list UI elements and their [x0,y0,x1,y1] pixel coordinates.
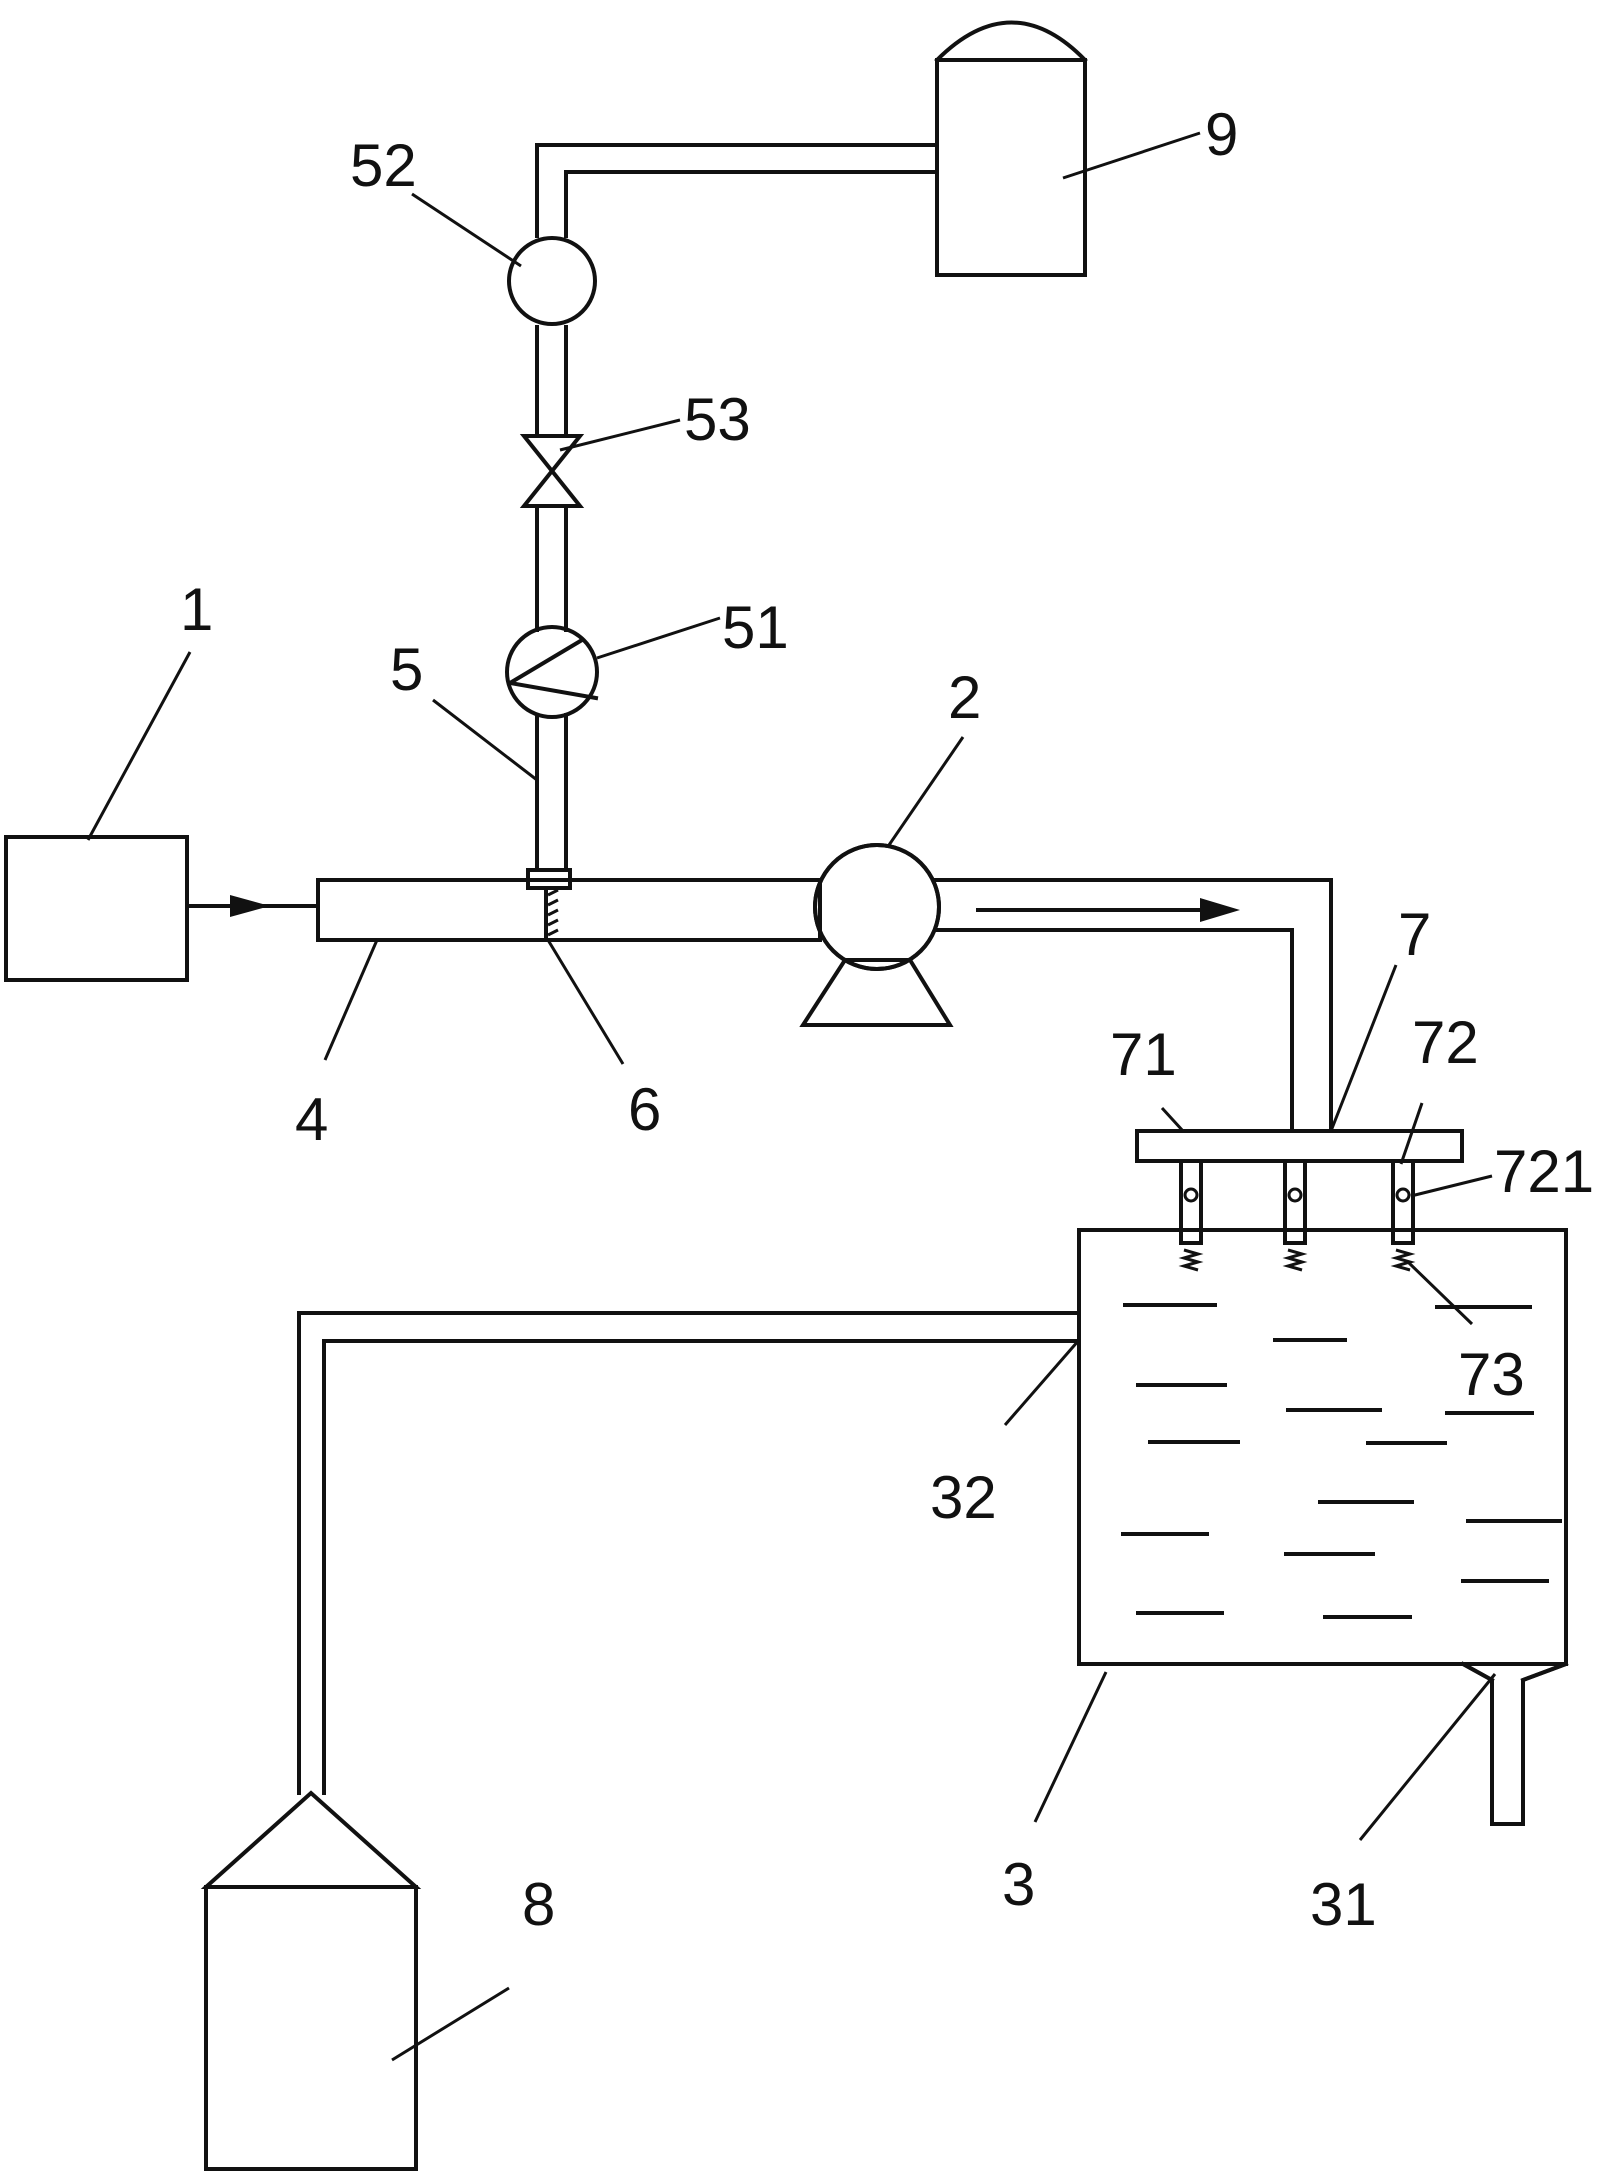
label-7: 7 [1398,901,1431,968]
label-32: 32 [930,1464,997,1531]
component-8-collection-tank [200,1790,422,2171]
label-53: 53 [684,386,751,453]
label-72: 72 [1412,1009,1479,1076]
component-9-storage-tank [934,20,1088,277]
leader-lines [86,131,1497,2062]
label-2: 2 [948,664,981,731]
component-7-manifold-plate [1135,1129,1464,1163]
component-3-treatment-tank [1077,1228,1569,1826]
label-6: 6 [628,1076,661,1143]
component-32-return-pipe [297,1311,1081,1795]
label-5: 5 [390,636,423,703]
label-73: 73 [1458,1341,1525,1408]
component-5-branch-pipe [535,143,939,872]
label-31: 31 [1310,1871,1377,1938]
component-1-source-box [4,835,320,982]
component-2-pump [799,843,954,1027]
nozzle-left [1178,1159,1204,1272]
pump-outlet-pipe [933,878,1333,1133]
label-51: 51 [722,594,789,661]
component-6-junction-valve [526,868,572,942]
nozzle-middle [1282,1159,1308,1272]
label-71: 71 [1110,1021,1177,1088]
component-53-valve [519,434,585,508]
component-72-nozzles [1178,1159,1416,1272]
label-52: 52 [350,132,417,199]
component-labels: 1 2 3 31 32 4 5 51 52 53 6 7 71 72 721 7… [180,101,1594,1938]
label-3: 3 [1002,1851,1035,1918]
liquid-level-lines [1121,1303,1562,1619]
label-9: 9 [1205,101,1238,168]
label-4: 4 [295,1086,328,1153]
nozzle-right [1390,1159,1416,1272]
label-8: 8 [522,1871,555,1938]
component-51-flow-pump [505,625,599,719]
label-1: 1 [180,576,213,643]
label-721: 721 [1494,1138,1594,1205]
component-52-gauge [507,236,597,326]
